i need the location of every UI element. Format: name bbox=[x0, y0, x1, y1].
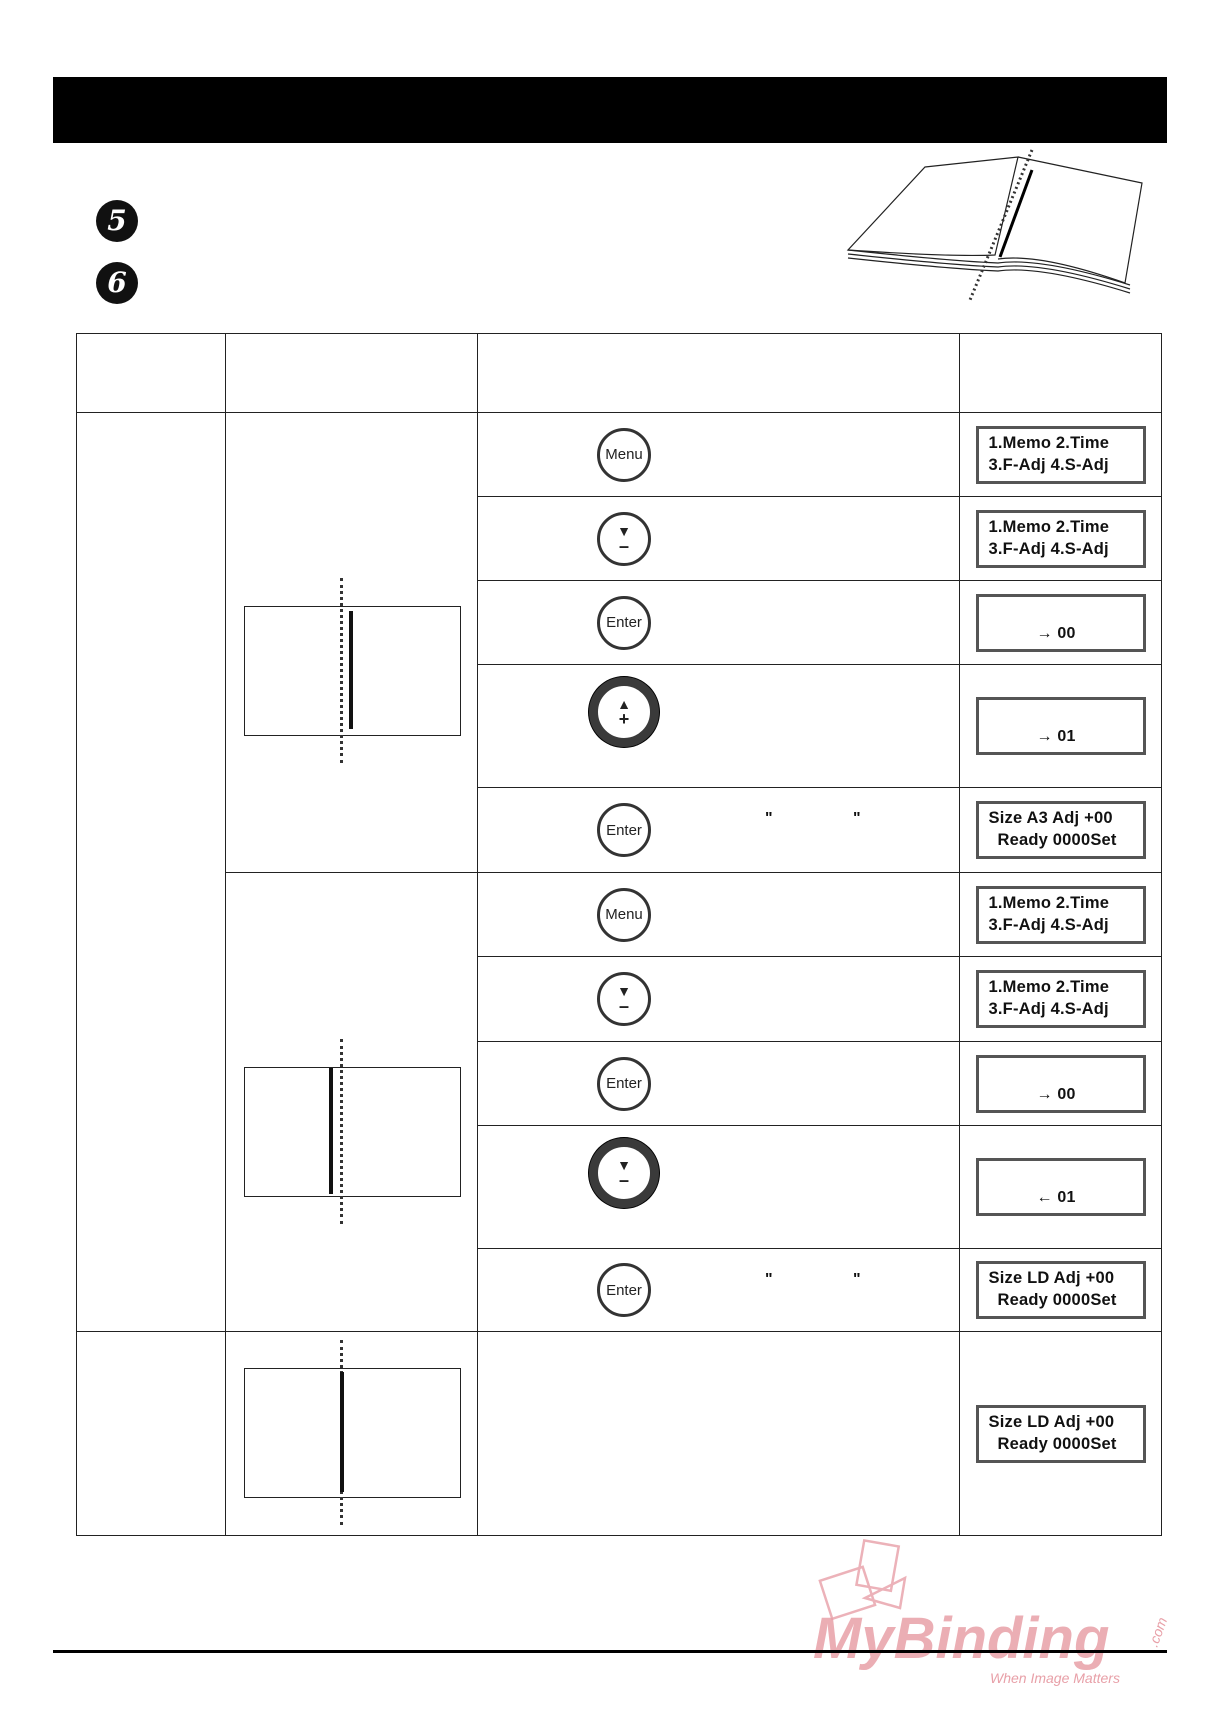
menu-key[interactable]: Menu bbox=[597, 427, 651, 482]
step-row: Enter bbox=[477, 580, 960, 665]
up-key[interactable]: ▲+ bbox=[589, 677, 659, 747]
diagram-centered bbox=[225, 1331, 478, 1536]
enter-key[interactable]: Enter bbox=[597, 1263, 651, 1317]
logo-suffix: .com bbox=[1145, 1615, 1171, 1649]
step-row: Menu bbox=[477, 872, 960, 957]
footer-rule bbox=[53, 1650, 1167, 1653]
menu-key[interactable]: Menu bbox=[597, 887, 651, 942]
step-row: ▼– bbox=[477, 1125, 960, 1249]
diagram-left-offset bbox=[225, 872, 478, 1332]
lcd-cell: → 01 bbox=[959, 664, 1162, 788]
fold-line bbox=[340, 578, 343, 763]
enter-key[interactable]: Enter bbox=[597, 803, 651, 857]
group-label-cell bbox=[76, 412, 226, 1332]
logo-wordmark: MyBinding bbox=[813, 1606, 1109, 1671]
step-row: ▼– bbox=[477, 496, 960, 581]
staple-line bbox=[329, 1068, 333, 1194]
quote-mark: " bbox=[853, 810, 861, 827]
step-row: Enter " " bbox=[477, 1248, 960, 1332]
folded-booklet-illustration bbox=[846, 149, 1143, 301]
down-key[interactable]: ▼– bbox=[589, 1138, 659, 1208]
lcd-display: → 01 bbox=[975, 697, 1146, 755]
step-row: Enter " " bbox=[477, 787, 960, 873]
step-row: Enter bbox=[477, 1041, 960, 1126]
final-label-cell bbox=[76, 1331, 226, 1536]
step-row: Menu bbox=[477, 412, 960, 497]
diagram-right-offset bbox=[225, 412, 478, 873]
staple-line bbox=[340, 1372, 344, 1492]
header-cell-3 bbox=[477, 333, 960, 413]
staple-line bbox=[349, 611, 353, 729]
header-cell-2 bbox=[225, 333, 478, 413]
lcd-cell: → 00 bbox=[959, 1041, 1162, 1126]
down-key[interactable]: ▼– bbox=[597, 972, 651, 1026]
lcd-cell: → 00 bbox=[959, 580, 1162, 665]
quote-mark: " bbox=[765, 810, 773, 827]
lcd-display: ← 01 bbox=[975, 1158, 1146, 1216]
header-cell-4 bbox=[959, 333, 1162, 413]
header-cell-1 bbox=[76, 333, 226, 413]
sheet-outline bbox=[244, 1368, 461, 1498]
fold-line bbox=[340, 1039, 343, 1224]
step-badge-5: 5 bbox=[96, 200, 138, 242]
enter-key[interactable]: Enter bbox=[597, 1056, 651, 1111]
lcd-cell: ← 01 bbox=[959, 1125, 1162, 1249]
final-description-cell bbox=[477, 1331, 960, 1536]
down-key[interactable]: ▼– bbox=[597, 511, 651, 566]
mybinding-logo: MyBinding .com When Image Matters bbox=[813, 1538, 1171, 1686]
step-row: ▲+ bbox=[477, 664, 960, 788]
step-row: ▼– bbox=[477, 956, 960, 1042]
logo-tagline: When Image Matters bbox=[990, 1670, 1120, 1686]
lcd-display: → 00 bbox=[975, 1054, 1146, 1113]
sheet-outline bbox=[244, 1067, 461, 1197]
step-badge-6: 6 bbox=[96, 262, 138, 304]
quote-mark: " bbox=[765, 1271, 773, 1288]
header-bar bbox=[53, 77, 1167, 143]
lcd-display: → 00 bbox=[975, 593, 1146, 652]
enter-key[interactable]: Enter bbox=[597, 595, 651, 650]
quote-mark: " bbox=[853, 1271, 861, 1288]
